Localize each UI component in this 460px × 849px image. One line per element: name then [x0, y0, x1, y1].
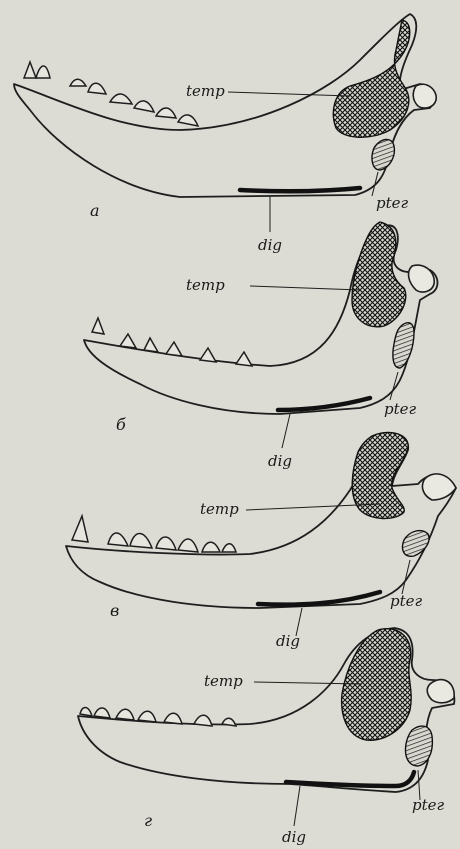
teeth-v	[72, 516, 236, 552]
pterygoid-area-b	[393, 323, 414, 368]
condyle-g	[427, 680, 454, 703]
digastric-area-a	[240, 188, 360, 191]
condyle-a	[413, 84, 436, 108]
temp-label-a: temp	[186, 82, 225, 100]
panel-g: temp pteг dig г	[78, 628, 454, 846]
panel-letter-g: г	[144, 811, 152, 830]
temp-label-g: temp	[204, 672, 243, 690]
condyle-b	[409, 265, 435, 292]
temporalis-area-g	[342, 629, 412, 740]
panel-letter-v: в	[110, 601, 119, 620]
pterygoid-area-a	[372, 139, 394, 170]
pter-label-g: pteг	[412, 796, 445, 814]
digastric-area-g	[286, 772, 414, 786]
panel-letter-b: б	[116, 415, 126, 434]
pter-label-v: pteг	[390, 592, 423, 610]
pterygoid-area-v	[402, 531, 429, 557]
dig-leader-g	[294, 786, 300, 826]
temp-leader-a	[228, 92, 350, 96]
temporalis-area-v	[352, 432, 408, 518]
teeth-b	[92, 318, 252, 366]
dig-leader-b	[282, 414, 290, 448]
pter-label-a: pteг	[376, 194, 409, 212]
dig-label-v: dig	[276, 632, 300, 650]
dig-label-b: dig	[268, 452, 292, 470]
panel-letter-a: а	[90, 201, 100, 220]
panel-v: temp pteг dig в	[66, 432, 456, 650]
teeth-a	[24, 62, 198, 126]
dig-label-g: dig	[282, 828, 306, 846]
temp-leader-b	[250, 286, 360, 290]
panel-a: temp pteг dig а	[14, 14, 436, 254]
pter-label-b: pteг	[384, 400, 417, 418]
temp-label-v: temp	[200, 500, 239, 518]
dig-label-a: dig	[258, 236, 282, 254]
temporalis-area-a	[333, 20, 409, 137]
temp-label-b: temp	[186, 276, 225, 294]
